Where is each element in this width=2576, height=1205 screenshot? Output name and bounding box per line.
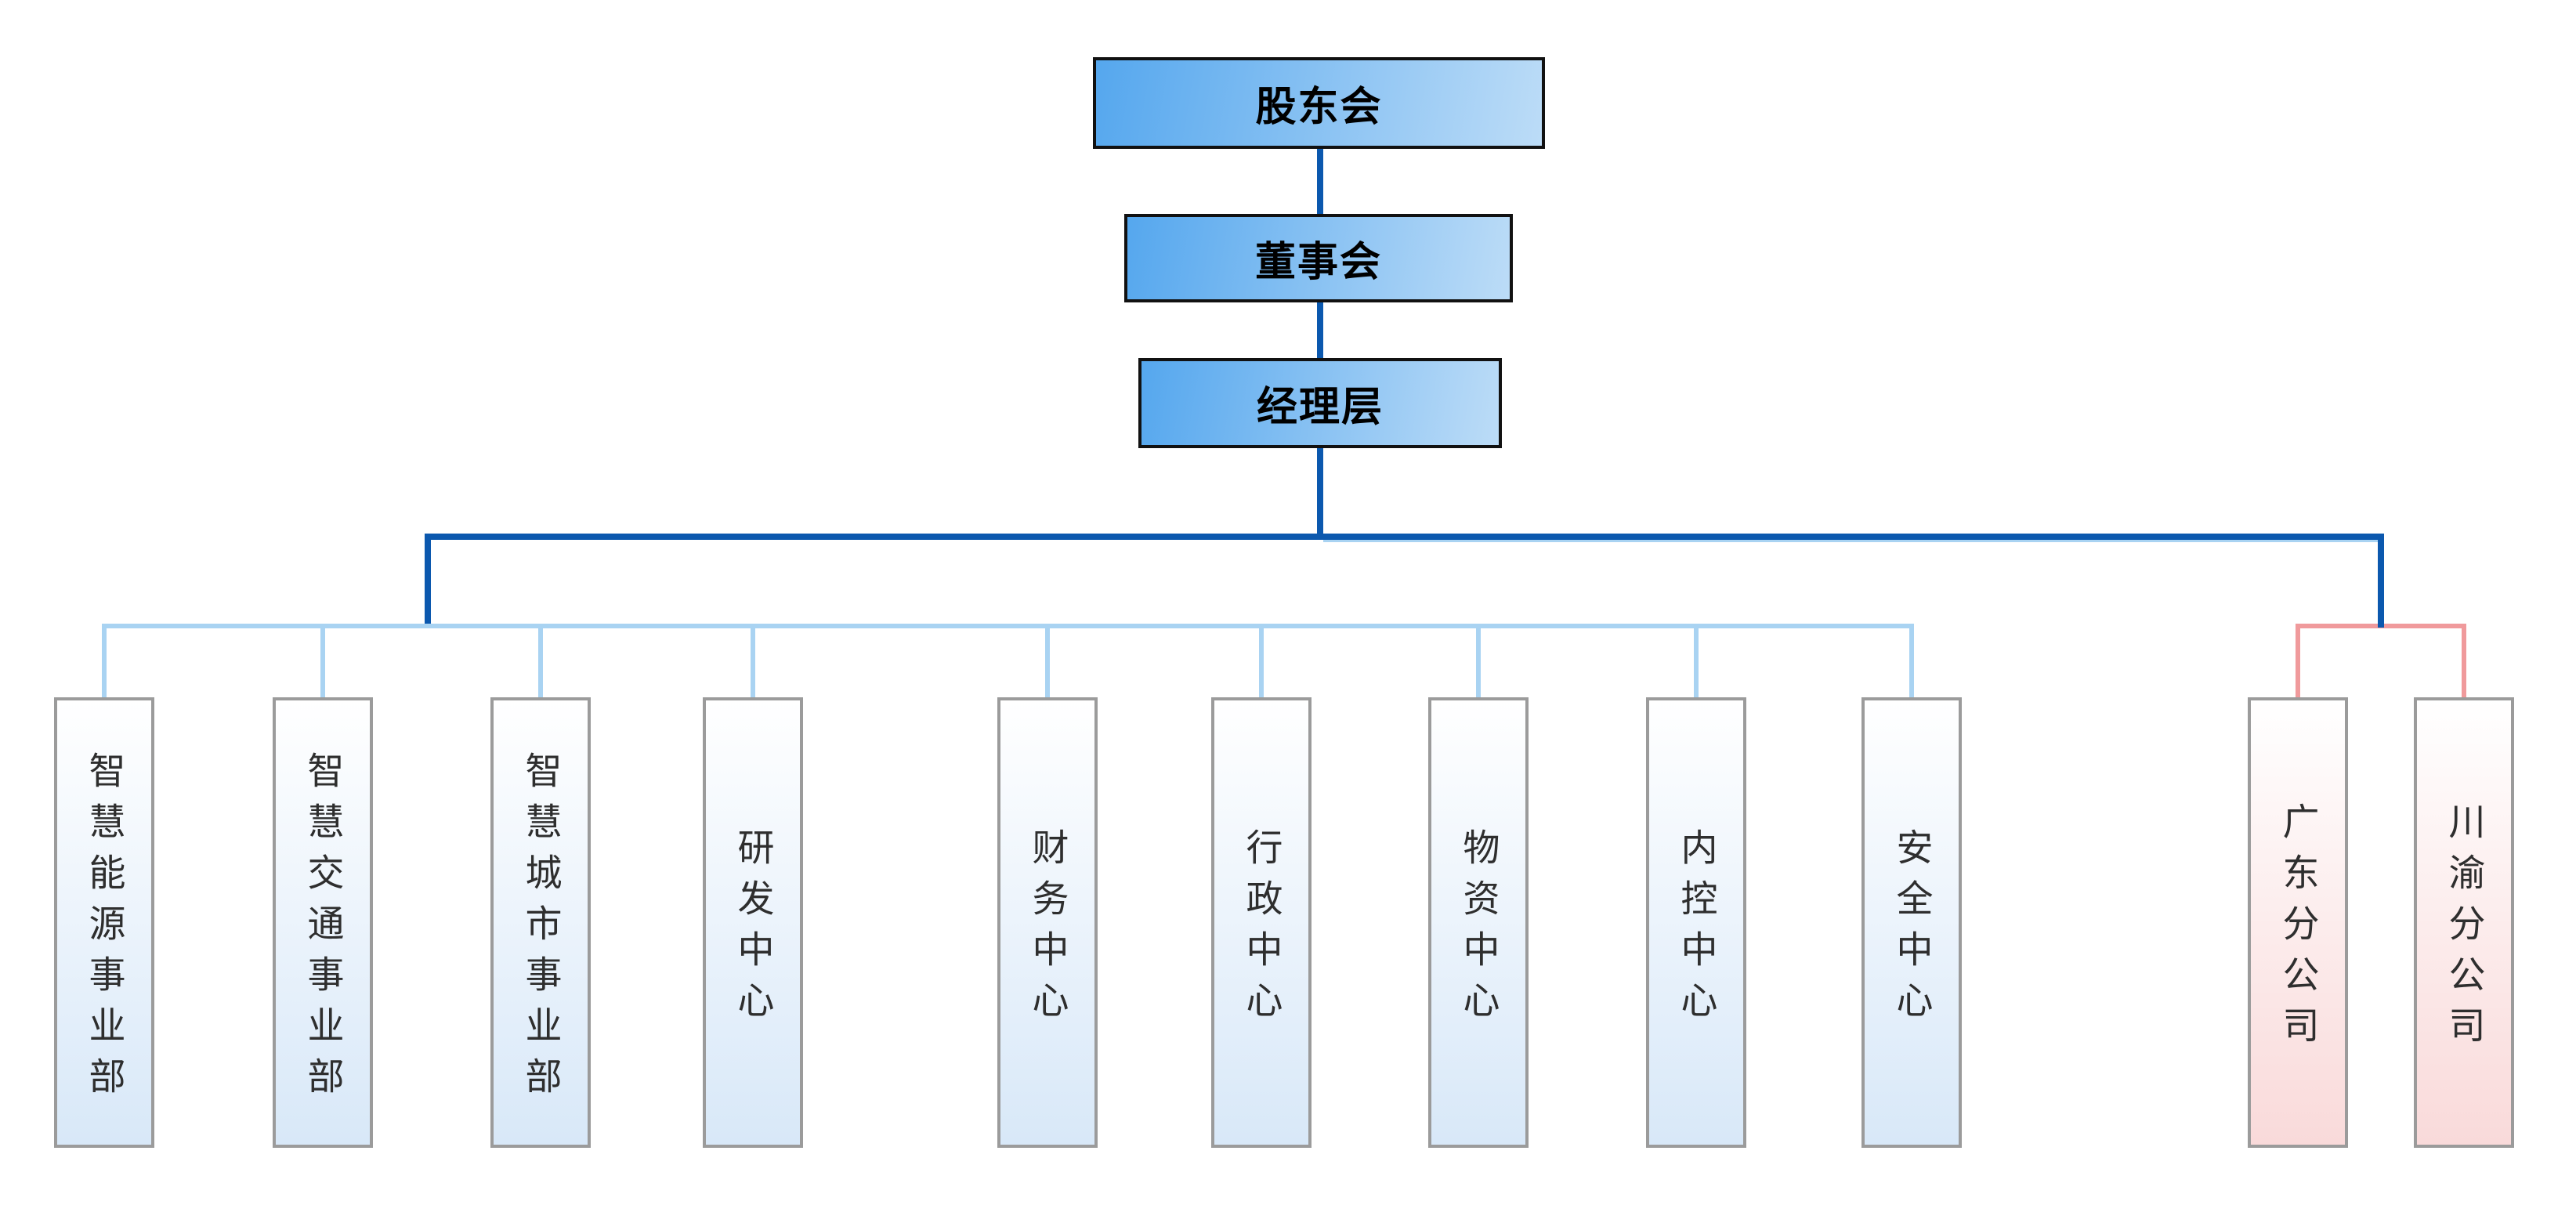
connector-drop-smart-city xyxy=(538,624,543,697)
node-label: 行政中心 xyxy=(1240,827,1283,1032)
connector-trunk-light-underline xyxy=(1323,540,2381,542)
connector-drop-safety-center xyxy=(1909,624,1914,697)
connector-drop-chuanyu-branch xyxy=(2462,624,2466,697)
node-label: 经理层 xyxy=(1256,385,1384,430)
node-label: 内控中心 xyxy=(1675,827,1717,1032)
connector-drop-internal-control-center xyxy=(1694,624,1699,697)
node-label: 智慧交通事业部 xyxy=(302,751,344,1108)
node-rnd-center: 研发中心 xyxy=(703,697,803,1148)
node-finance-center: 财务中心 xyxy=(997,697,1098,1148)
node-label: 财务中心 xyxy=(1026,827,1069,1032)
node-smart-energy-division: 智慧能源事业部 xyxy=(54,697,154,1148)
node-smart-city-division: 智慧城市事业部 xyxy=(490,697,591,1148)
node-label: 股东会 xyxy=(1255,85,1383,130)
connector-shareholders-board xyxy=(1317,149,1323,214)
node-label: 川渝分公司 xyxy=(2443,802,2485,1057)
node-label: 物资中心 xyxy=(1457,827,1500,1032)
node-shareholders-meeting: 股东会 xyxy=(1093,57,1545,149)
node-internal-control-center: 内控中心 xyxy=(1646,697,1746,1148)
connector-trunk-left-drop xyxy=(425,540,431,627)
connector-trunk-right-drop xyxy=(2378,540,2384,628)
connector-drop-smart-energy xyxy=(102,624,107,697)
node-label: 广东分公司 xyxy=(2277,802,2319,1057)
node-board-of-directors: 董事会 xyxy=(1124,214,1513,302)
node-chuanyu-branch: 川渝分公司 xyxy=(2414,697,2514,1148)
node-smart-transport-division: 智慧交通事业部 xyxy=(273,697,373,1148)
node-admin-center: 行政中心 xyxy=(1211,697,1312,1148)
node-label: 安全中心 xyxy=(1890,827,1933,1032)
connector-drop-materials-center xyxy=(1476,624,1481,697)
node-label: 研发中心 xyxy=(732,827,774,1032)
node-guangdong-branch: 广东分公司 xyxy=(2248,697,2348,1148)
connector-trunk xyxy=(425,534,2384,540)
connector-drop-admin-center xyxy=(1259,624,1264,697)
node-label: 智慧能源事业部 xyxy=(83,751,125,1108)
connector-drop-finance-center xyxy=(1045,624,1050,697)
node-management-level: 经理层 xyxy=(1138,358,1502,448)
node-label: 智慧城市事业部 xyxy=(519,751,562,1108)
node-safety-center: 安全中心 xyxy=(1861,697,1962,1148)
node-label: 董事会 xyxy=(1254,240,1382,285)
connector-board-management xyxy=(1317,302,1323,358)
node-materials-center: 物资中心 xyxy=(1428,697,1529,1148)
connector-drop-smart-transport xyxy=(320,624,325,697)
connector-drop-guangdong-branch xyxy=(2296,624,2300,697)
connector-management-trunk xyxy=(1317,448,1323,540)
connector-drop-rnd-center xyxy=(751,624,755,697)
connector-departments-rail xyxy=(105,624,1913,628)
